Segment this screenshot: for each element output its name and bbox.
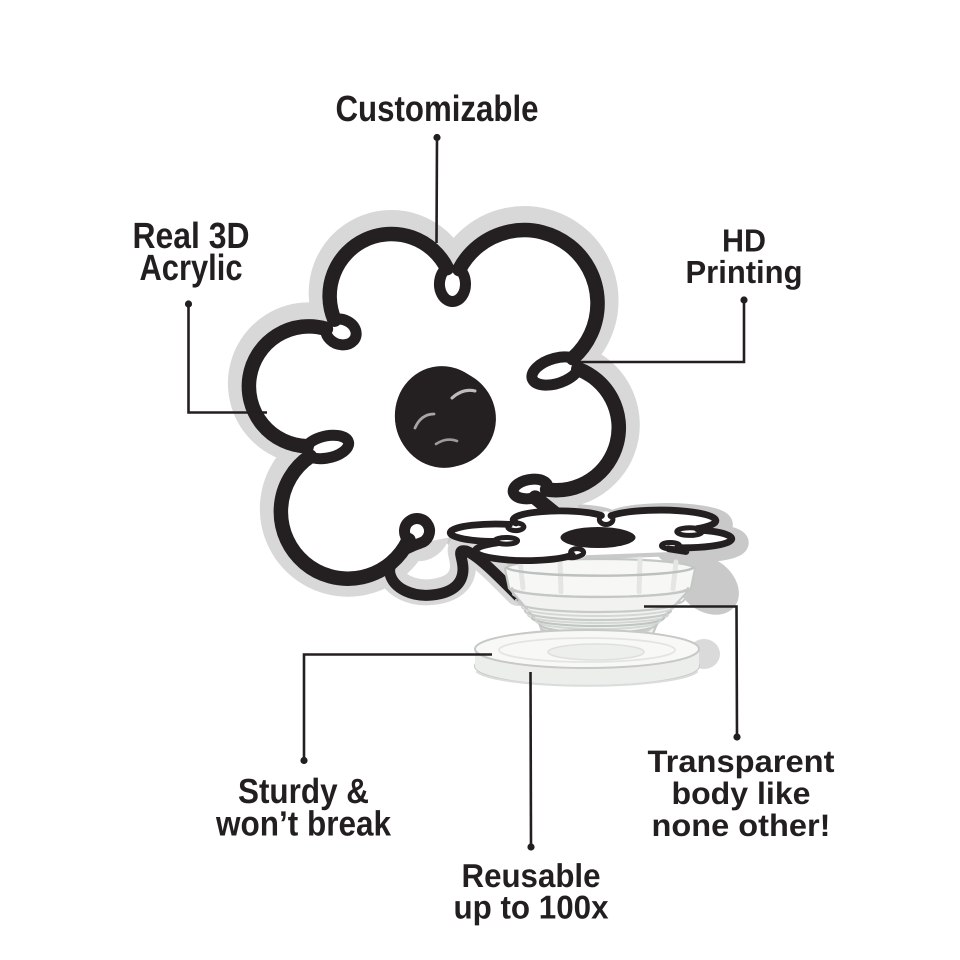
svg-text:Acrylic: Acrylic bbox=[140, 247, 243, 288]
svg-text:Reusable: Reusable bbox=[462, 857, 601, 894]
svg-text:Real 3D: Real 3D bbox=[133, 215, 250, 256]
svg-text:Sturdy &: Sturdy & bbox=[238, 772, 369, 811]
svg-text:HD: HD bbox=[722, 223, 766, 259]
svg-text:up to 100x: up to 100x bbox=[454, 889, 610, 926]
svg-text:Customizable: Customizable bbox=[336, 88, 539, 129]
svg-text:won’t break: won’t break bbox=[215, 805, 391, 844]
svg-text:none other!: none other! bbox=[652, 808, 831, 843]
svg-text:body like: body like bbox=[672, 776, 811, 811]
svg-text:Printing: Printing bbox=[686, 254, 803, 290]
svg-text:Transparent: Transparent bbox=[648, 744, 835, 779]
